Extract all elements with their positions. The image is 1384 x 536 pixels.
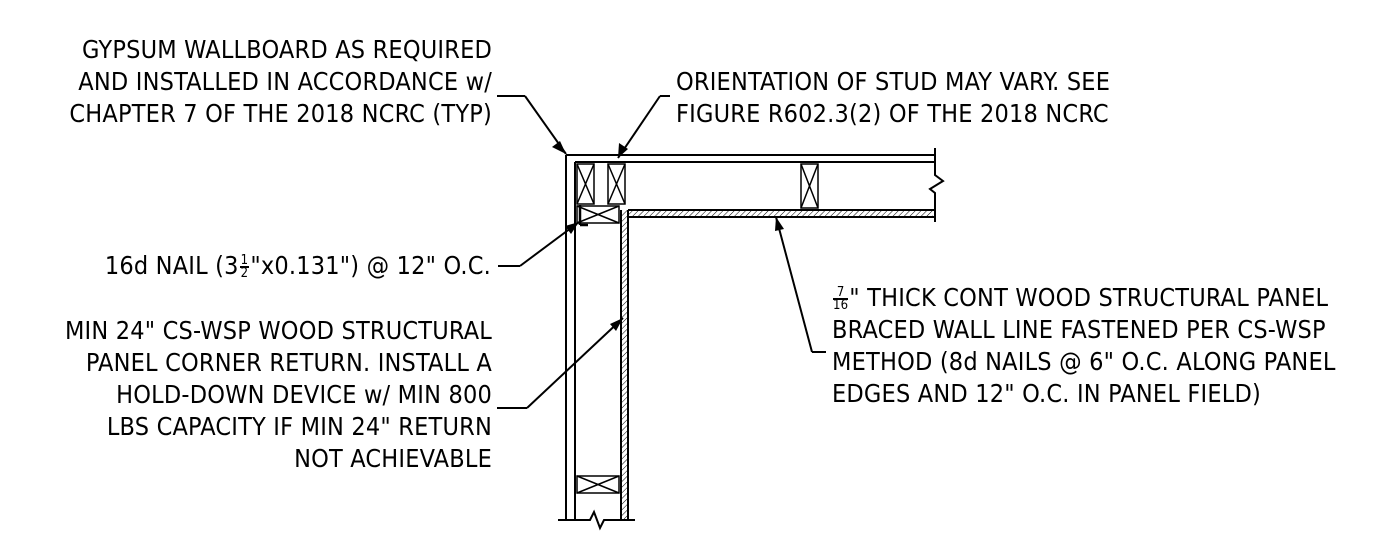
nail-mark xyxy=(578,205,588,227)
leader-structural-panel xyxy=(775,216,826,353)
structural-panel-top xyxy=(628,210,933,217)
leader-orientation xyxy=(617,95,670,159)
break-line-bottom xyxy=(558,509,635,531)
note-stud-orientation: ORIENTATION OF STUD MAY VARY. SEE FIGURE… xyxy=(676,67,1111,128)
panel-fraction-numerator: 7 xyxy=(833,286,849,300)
corner-stud-1 xyxy=(576,163,595,205)
note-gypsum-wallboard: GYPSUM WALLBOARD AS REQUIRED AND INSTALL… xyxy=(69,35,492,128)
nail-text-prefix: 16d NAIL (3 xyxy=(104,251,239,280)
note-corner-return: MIN 24" CS-WSP WOOD STRUCTURAL PANEL COR… xyxy=(64,316,492,473)
break-line-right xyxy=(928,148,945,222)
leader-nail xyxy=(498,221,580,267)
panel-text-rest: BRACED WALL LINE FASTENED PER CS-WSP MET… xyxy=(832,315,1336,408)
nail-fraction-numerator: 1 xyxy=(239,253,250,268)
field-stud-bottom xyxy=(576,475,620,494)
panel-text-line1: " THICK CONT WOOD STRUCTURAL PANEL xyxy=(849,283,1329,312)
corner-stud-2 xyxy=(607,163,626,205)
nail-text-suffix: "x0.131") @ 12" O.C. xyxy=(250,251,491,280)
field-stud-top xyxy=(800,163,819,209)
leader-corner-return xyxy=(497,317,624,409)
structural-panel-left xyxy=(621,210,628,520)
corner-stud-flat xyxy=(576,205,620,224)
panel-fraction-denominator: 16 xyxy=(833,298,849,313)
leader-gypsum xyxy=(497,95,567,155)
nail-fraction-denominator: 2 xyxy=(240,266,249,281)
